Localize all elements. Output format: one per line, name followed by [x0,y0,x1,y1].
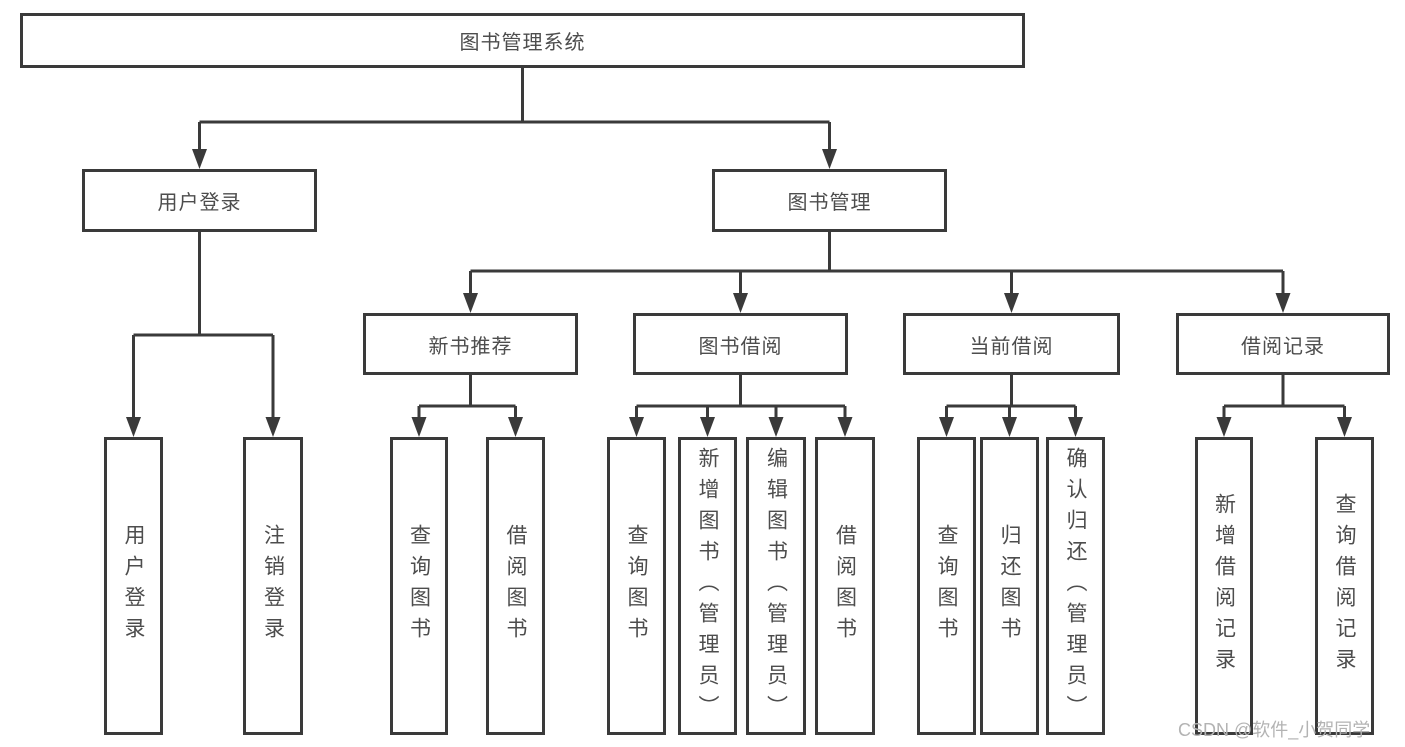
leaf-logout-label: 注销登录 [261,524,285,648]
csdn-watermark: CSDN @软件_小贺同学 [1178,720,1371,740]
connector-bookborrow-trunk [636,375,845,408]
leaf-logout: 注销登录 [243,437,303,735]
leaf-borrow-books-borrowing: 借阅图书 [815,437,875,735]
connector-bookmgmt-trunk [470,232,1283,273]
leaf-add-book-admin: 新增图书（管理员） [678,437,737,735]
node-borrowing-records: 借阅记录 [1176,313,1390,375]
leaf-edit-book-admin-label: 编辑图书（管理员） [764,446,788,726]
node-book-borrowing: 图书借阅 [633,313,848,375]
leaf-confirm-return-admin: 确认归还（管理员） [1046,437,1105,735]
leaf-add-borrow-record-label: 新增借阅记录 [1212,493,1236,679]
leaf-query-books-borrowing: 查询图书 [607,437,666,735]
node-root: 图书管理系统 [20,13,1025,68]
leaf-edit-book-admin: 编辑图书（管理员） [746,437,806,735]
leaf-borrow-books-newbooks-label: 借阅图书 [504,524,527,648]
arrowheads [126,149,1352,437]
leaf-query-books-newbooks-label: 查询图书 [407,524,431,648]
leaf-query-borrow-record-label: 查询借阅记录 [1333,493,1356,679]
connector-root-trunk [199,68,830,124]
connector-borrowrecords-trunk [1224,375,1345,408]
leaf-borrow-books-borrowing-label: 借阅图书 [833,524,857,648]
node-new-book-recommend: 新书推荐 [363,313,578,375]
leaf-return-books: 归还图书 [980,437,1039,735]
leaf-query-books-current-label: 查询图书 [935,524,958,648]
leaf-query-books-borrowing-label: 查询图书 [625,524,648,648]
leaf-borrow-books-newbooks: 借阅图书 [486,437,545,735]
connector-userlogin-trunk [133,232,273,337]
leaf-add-borrow-record: 新增借阅记录 [1195,437,1253,735]
leaf-user-login: 用户登录 [104,437,163,735]
connector-currentborrow-trunk [946,375,1076,408]
node-user-login: 用户登录 [82,169,317,232]
leaf-confirm-return-admin-label: 确认归还（管理员） [1064,446,1087,726]
leaf-query-books-newbooks: 查询图书 [390,437,448,735]
node-current-borrowing: 当前借阅 [903,313,1120,375]
leaf-query-borrow-record: 查询借阅记录 [1315,437,1374,735]
leaf-return-books-label: 归还图书 [998,524,1021,648]
connector-newbooks-trunk [419,375,516,408]
node-book-management: 图书管理 [712,169,947,232]
leaf-add-book-admin-label: 新增图书（管理员） [696,446,719,726]
leaf-query-books-current: 查询图书 [917,437,976,735]
leaf-user-login-label: 用户登录 [122,524,145,648]
